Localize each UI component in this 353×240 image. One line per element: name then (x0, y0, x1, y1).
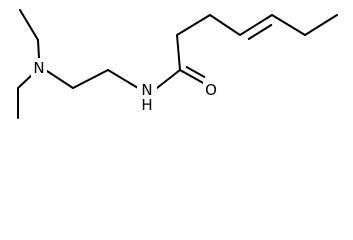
atom-label-o: O (205, 81, 217, 99)
bond-11 (209, 14, 241, 36)
bond-2 (17, 73, 34, 89)
bond-9 (176, 34, 181, 71)
bond-10 (176, 14, 211, 36)
bond-1 (37, 39, 40, 59)
atom-label-n: N (33, 59, 44, 77)
bond-0 (19, 9, 39, 41)
bond-8-b (185, 66, 206, 78)
bond-5 (72, 69, 109, 89)
bond-13 (271, 14, 306, 36)
bond-7 (156, 69, 181, 89)
bond-4 (46, 70, 74, 89)
atom-amine-nitrogen: N (31, 58, 47, 78)
bond-layer (17, 9, 338, 119)
atom-carbonyl-oxygen: O (203, 80, 219, 100)
bond-8-a (179, 69, 206, 85)
bond-6 (107, 69, 139, 89)
bond-12-a (239, 14, 273, 36)
bond-14 (304, 14, 338, 36)
bond-12-b (247, 24, 273, 40)
